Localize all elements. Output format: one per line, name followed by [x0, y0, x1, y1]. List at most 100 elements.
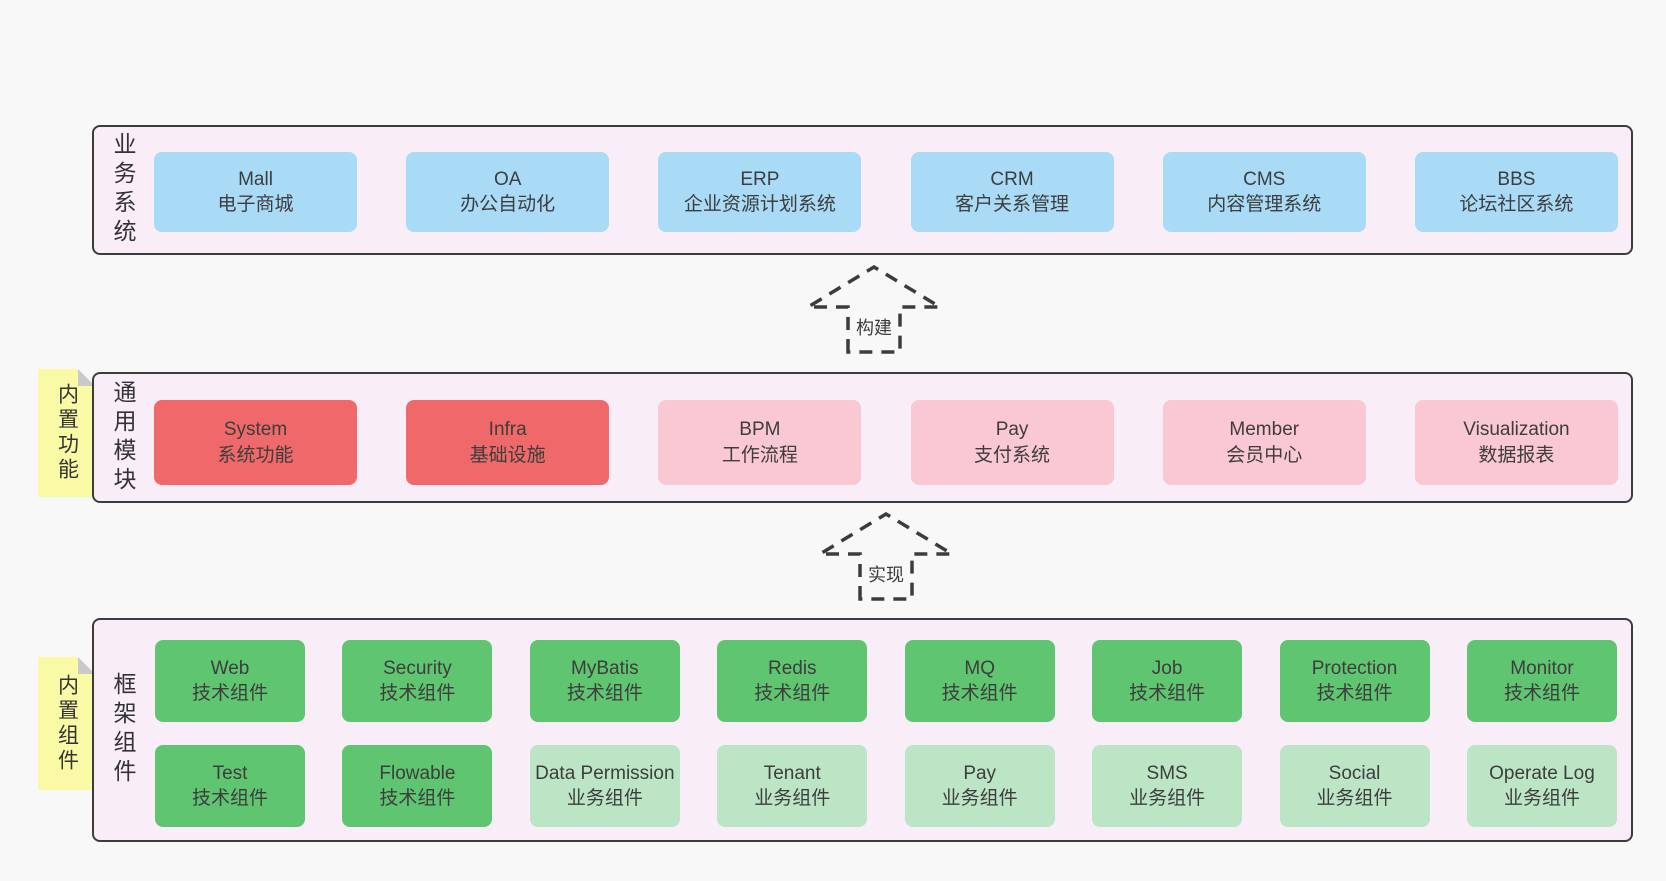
box-visualization: Visualization 数据报表 — [1414, 400, 1618, 485]
box-pay-biz: Pay 业务组件 — [904, 745, 1055, 827]
box-title: Security — [383, 657, 452, 679]
box-subtitle: 支付系统 — [974, 444, 1051, 466]
box-subtitle: 内容管理系统 — [1207, 194, 1322, 215]
band-common-modules: 通用模块 System 系统功能 Infra 基础设施 BPM 工作流程 Pay… — [92, 372, 1633, 503]
box-subtitle: 业务组件 — [1316, 788, 1393, 809]
box-subtitle: 数据报表 — [1478, 444, 1555, 466]
sticky-note-built-in-components: 内置组件 — [38, 657, 95, 790]
box-title: Visualization — [1463, 419, 1570, 441]
box-crm: CRM 客户关系管理 — [910, 152, 1114, 232]
box-subtitle: 论坛社区系统 — [1459, 194, 1574, 215]
box-subtitle: 业务组件 — [1503, 788, 1580, 809]
box-tenant: Tenant 业务组件 — [717, 745, 868, 827]
band-row: System 系统功能 Infra 基础设施 BPM 工作流程 Pay 支付系统… — [154, 400, 1618, 485]
box-test: Test 技术组件 — [155, 745, 305, 827]
box-title: BPM — [739, 419, 781, 441]
box-pay: Pay 支付系统 — [910, 400, 1114, 485]
band-label-framework-components: 框架组件 — [110, 672, 136, 788]
box-title: SMS — [1146, 762, 1188, 784]
sticky-note-label: 内置功能 — [55, 383, 79, 483]
box-title: ERP — [740, 168, 780, 190]
arrow-implement: 实现 — [818, 512, 954, 601]
box-subtitle: 系统功能 — [217, 444, 294, 466]
dashed-up-arrow-icon — [806, 265, 942, 354]
box-subtitle: 会员中心 — [1226, 444, 1303, 466]
box-subtitle: 业务组件 — [754, 788, 831, 809]
box-title: MQ — [964, 657, 995, 679]
box-title: Job — [1151, 657, 1183, 679]
band-label-common-modules: 通用模块 — [110, 379, 136, 496]
box-title: Web — [210, 657, 250, 679]
box-subtitle: 技术组件 — [1129, 683, 1206, 704]
box-job: Job 技术组件 — [1092, 640, 1243, 722]
box-oa: OA 办公自动化 — [406, 152, 610, 232]
sticky-note-label: 内置组件 — [55, 673, 79, 774]
box-subtitle: 技术组件 — [1503, 683, 1580, 704]
box-subtitle: 业务组件 — [941, 788, 1018, 809]
box-flowable: Flowable 技术组件 — [342, 745, 493, 827]
box-infra: Infra 基础设施 — [406, 400, 610, 485]
band-row: Mall 电子商城 OA 办公自动化 ERP 企业资源计划系统 CRM 客户关系… — [154, 152, 1618, 232]
band-business-systems: 业务系统 Mall 电子商城 OA 办公自动化 ERP 企业资源计划系统 CRM… — [92, 125, 1633, 255]
box-subtitle: 工作流程 — [721, 444, 798, 466]
box-mybatis: MyBatis 技术组件 — [529, 640, 680, 722]
box-title: Data Permission — [535, 762, 675, 784]
box-subtitle: 电子商城 — [217, 194, 294, 215]
box-operate-log: Operate Log 业务组件 — [1466, 745, 1617, 827]
box-subtitle: 技术组件 — [379, 683, 456, 704]
box-title: Pay — [995, 419, 1029, 441]
arrow-label: 实现 — [865, 560, 907, 588]
box-title: BBS — [1497, 168, 1536, 190]
box-title: Redis — [767, 657, 817, 679]
box-title: MyBatis — [571, 657, 639, 679]
box-title: Operate Log — [1489, 762, 1595, 784]
box-title: Mall — [238, 168, 273, 190]
box-monitor: Monitor 技术组件 — [1466, 640, 1617, 722]
box-title: Pay — [963, 762, 997, 784]
dashed-up-arrow-icon — [818, 512, 954, 601]
sticky-note-built-in-features: 内置功能 — [38, 369, 95, 497]
box-subtitle: 技术组件 — [1316, 683, 1393, 704]
box-mall: Mall 电子商城 — [154, 152, 357, 232]
box-title: Tenant — [763, 762, 821, 784]
box-title: Test — [212, 762, 248, 784]
box-subtitle: 技术组件 — [754, 683, 831, 704]
box-title: CRM — [990, 168, 1034, 190]
box-subtitle: 技术组件 — [379, 788, 456, 809]
band-framework-components: 框架组件 Web 技术组件 Security 技术组件 MyBatis 技术组件… — [92, 618, 1633, 842]
box-subtitle: 企业资源计划系统 — [683, 194, 836, 215]
band-row: Test 技术组件 Flowable 技术组件 Data Permission … — [155, 745, 1617, 827]
box-member: Member 会员中心 — [1162, 400, 1366, 485]
box-mq: MQ 技术组件 — [904, 640, 1055, 722]
box-cms: CMS 内容管理系统 — [1162, 152, 1366, 232]
box-subtitle: 业务组件 — [1129, 788, 1206, 809]
box-sms: SMS 业务组件 — [1092, 745, 1243, 827]
box-social: Social 业务组件 — [1279, 745, 1430, 827]
box-web: Web 技术组件 — [155, 640, 305, 722]
box-bbs: BBS 论坛社区系统 — [1414, 152, 1618, 232]
band-row: Web 技术组件 Security 技术组件 MyBatis 技术组件 Redi… — [155, 640, 1617, 722]
box-system: System 系统功能 — [154, 400, 357, 485]
box-subtitle: 业务组件 — [566, 788, 643, 809]
box-security: Security 技术组件 — [342, 640, 493, 722]
box-redis: Redis 技术组件 — [717, 640, 868, 722]
box-title: Member — [1229, 419, 1300, 441]
arrow-build: 构建 — [806, 265, 942, 354]
box-subtitle: 基础设施 — [469, 444, 546, 466]
box-title: CMS — [1243, 168, 1286, 190]
box-title: Social — [1328, 762, 1381, 784]
box-subtitle: 客户关系管理 — [955, 194, 1070, 215]
box-title: Infra — [488, 419, 527, 441]
box-title: System — [223, 419, 288, 441]
box-subtitle: 技术组件 — [941, 683, 1018, 704]
box-subtitle: 技术组件 — [191, 683, 268, 704]
box-protection: Protection 技术组件 — [1279, 640, 1430, 722]
band-label-business-systems: 业务系统 — [110, 132, 136, 248]
box-subtitle: 技术组件 — [191, 788, 268, 809]
box-erp: ERP 企业资源计划系统 — [658, 152, 862, 232]
box-title: Flowable — [379, 762, 456, 784]
box-subtitle: 办公自动化 — [460, 194, 556, 215]
arrow-label: 构建 — [853, 313, 895, 341]
box-title: Protection — [1311, 657, 1398, 679]
